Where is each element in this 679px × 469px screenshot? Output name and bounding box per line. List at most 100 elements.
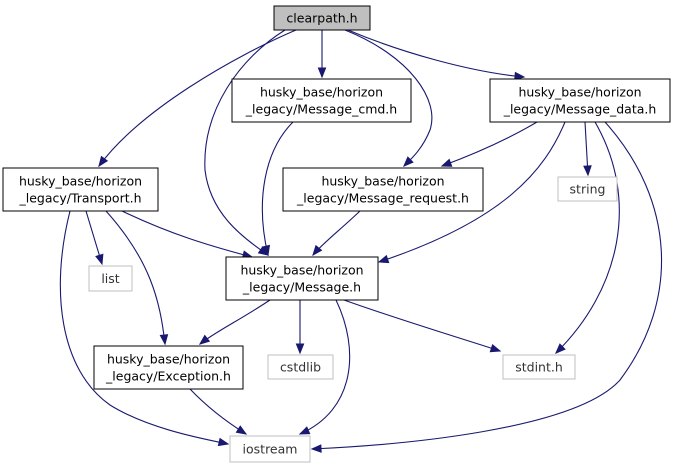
arrowhead bbox=[295, 343, 305, 355]
edge-line bbox=[189, 388, 247, 435]
node-label: iostream bbox=[243, 442, 298, 457]
arrowhead bbox=[298, 426, 311, 435]
node-label: husky_base/horizon bbox=[518, 85, 641, 100]
edge-line bbox=[343, 299, 501, 352]
edge-message_data-to-stdint bbox=[555, 121, 620, 354]
edge-transport-to-message bbox=[121, 210, 254, 259]
edge-line bbox=[312, 210, 361, 256]
edge-line bbox=[347, 29, 525, 78]
arrowhead bbox=[198, 334, 211, 345]
arrowhead bbox=[98, 155, 109, 168]
edge-message-to-stdint bbox=[343, 299, 502, 353]
edge-line bbox=[378, 121, 566, 263]
arrowhead bbox=[514, 71, 526, 81]
edge-line bbox=[199, 299, 271, 345]
node-box bbox=[282, 167, 484, 212]
edge-message_data-to-string bbox=[583, 121, 592, 177]
edge-line bbox=[105, 210, 166, 345]
node-stdint: stdint.h bbox=[502, 354, 576, 380]
edge-line bbox=[204, 29, 286, 256]
arrowhead bbox=[403, 156, 414, 167]
node-box bbox=[88, 265, 133, 292]
edge-clearpath-to-message bbox=[204, 29, 286, 256]
node-box bbox=[93, 345, 244, 390]
node-box bbox=[502, 354, 576, 380]
edge-line bbox=[59, 210, 229, 445]
node-box bbox=[273, 5, 371, 31]
node-box bbox=[267, 354, 334, 380]
edge-line bbox=[121, 210, 253, 258]
node-message-request[interactable]: husky_base/horizon_legacy/Message_reques… bbox=[282, 167, 484, 212]
edge-line bbox=[344, 29, 433, 167]
node-label: stdint.h bbox=[515, 360, 563, 375]
edge-line bbox=[98, 29, 297, 167]
edge-message_request-to-message bbox=[312, 210, 361, 257]
node-label: _legacy/Message.h bbox=[242, 280, 361, 295]
node-label: husky_base/horizon bbox=[19, 174, 142, 189]
node-iostream: iostream bbox=[229, 435, 311, 463]
arrowhead bbox=[95, 253, 104, 266]
node-box bbox=[2, 167, 159, 212]
edge-message_data-to-message_request bbox=[440, 121, 538, 167]
edge-clearpath-to-message_data bbox=[347, 29, 526, 81]
arrowhead bbox=[235, 425, 248, 435]
node-box bbox=[225, 256, 379, 301]
node-label: cstdlib bbox=[280, 360, 321, 375]
arrowhead bbox=[159, 334, 169, 346]
node-label: husky_base/horizon bbox=[107, 352, 230, 367]
edge-exception-to-iostream bbox=[189, 388, 248, 435]
arrowhead bbox=[555, 343, 566, 354]
edge-clearpath-to-transport bbox=[98, 29, 297, 168]
node-transport[interactable]: husky_base/horizon _legacy/Transport.h bbox=[2, 167, 159, 212]
edge-clearpath-to-message_request bbox=[344, 29, 433, 167]
node-label: _legacy/Transport.h bbox=[18, 191, 141, 206]
edge-line bbox=[441, 121, 538, 167]
nodes-layer: clearpath.hhusky_base/horizon_legacy/Mes… bbox=[2, 5, 671, 463]
arrowhead bbox=[317, 67, 327, 79]
node-label: string bbox=[570, 182, 606, 197]
node-clearpath[interactable]: clearpath.h bbox=[273, 5, 371, 31]
arrowhead bbox=[261, 244, 271, 257]
node-box bbox=[489, 78, 671, 123]
node-message-data[interactable]: husky_base/horizon _legacy/Message_data.h bbox=[489, 78, 671, 123]
edge-clearpath-to-message_cmd bbox=[317, 30, 327, 79]
edge-transport-to-iostream bbox=[59, 210, 230, 447]
node-label: husky_base/horizon bbox=[240, 263, 363, 278]
arrowhead bbox=[217, 437, 230, 447]
edge-message-to-cstdlib bbox=[295, 300, 305, 355]
arrowhead bbox=[377, 254, 390, 264]
node-list: list bbox=[88, 265, 133, 292]
arrowhead bbox=[583, 165, 592, 177]
edge-message-to-iostream bbox=[298, 299, 351, 435]
arrowhead bbox=[440, 158, 453, 167]
arrowhead bbox=[312, 244, 323, 257]
node-message-cmd[interactable]: husky_base/horizon _legacy/Message_cmd.h bbox=[231, 78, 412, 123]
arrowhead bbox=[310, 444, 322, 453]
node-message[interactable]: husky_base/horizon _legacy/Message.h bbox=[225, 256, 379, 301]
node-box bbox=[557, 176, 618, 202]
node-box bbox=[229, 435, 311, 463]
node-label: _legacy/Exception.h bbox=[105, 369, 231, 384]
node-string: string bbox=[557, 176, 618, 202]
node-label: husky_base/horizon bbox=[260, 85, 383, 100]
edge-line bbox=[555, 121, 620, 354]
node-box bbox=[231, 78, 412, 123]
node-label: _legacy/Message_data.h bbox=[503, 102, 657, 117]
edge-message_data-to-iostream bbox=[310, 121, 663, 453]
node-exception[interactable]: husky_base/horizon _legacy/Exception.h bbox=[93, 345, 244, 390]
node-label: _legacy/Message_cmd.h bbox=[245, 102, 397, 117]
edge-line bbox=[311, 121, 663, 450]
edge-transport-to-list bbox=[85, 210, 104, 266]
node-label: clearpath.h bbox=[286, 11, 357, 26]
edge-line bbox=[261, 121, 294, 256]
edge-message_cmd-to-message bbox=[261, 121, 294, 257]
edge-message_data-to-message bbox=[377, 121, 566, 264]
arrowhead bbox=[489, 343, 502, 353]
edge-message-to-exception bbox=[198, 299, 271, 345]
node-label: list bbox=[101, 271, 119, 286]
edge-line bbox=[299, 299, 351, 435]
node-label: _legacy/Message_request.h bbox=[296, 191, 469, 206]
edges-layer bbox=[59, 29, 663, 453]
edge-transport-to-exception bbox=[105, 210, 169, 346]
